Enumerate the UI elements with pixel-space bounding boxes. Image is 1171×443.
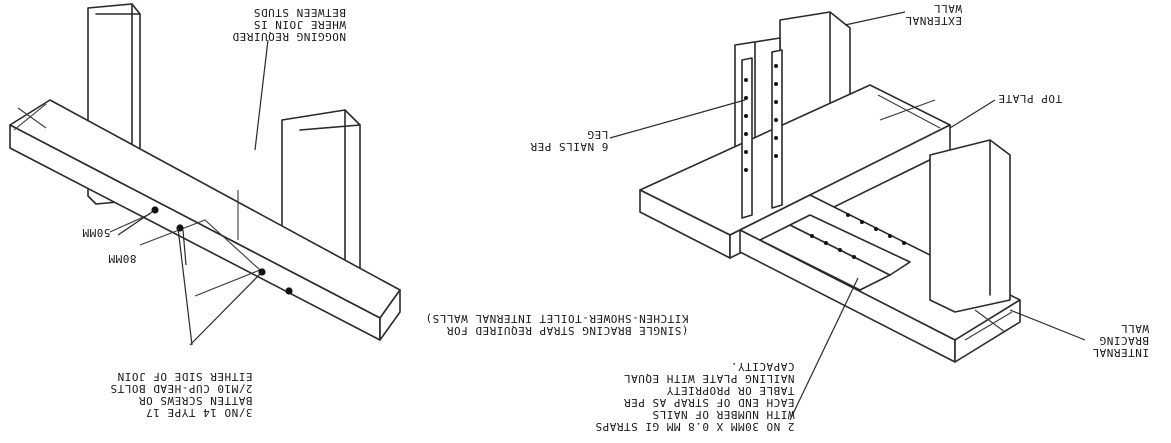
right-framing-detail: [609, 11, 1086, 421]
left-dimension-lines: [109, 213, 262, 297]
dimension-80mm: 80mm: [108, 252, 137, 265]
right-internal-stud: [929, 139, 1011, 313]
nogging-note: NOGGING REQUIRED WHERE JOIN IS BETWEEN S…: [232, 6, 346, 43]
internal-bracing-wall-label: INTERNAL BRACING WALL: [1092, 322, 1149, 359]
dimension-50mm: 50mm: [82, 226, 111, 239]
left-top-plate: [9, 99, 401, 341]
nails-per-leg-label: 6 NAILS PER LEG: [530, 128, 609, 153]
strap-note: 2 No 30mm x 0.8 mm GI STRAPS WITH NUMBER…: [595, 360, 795, 433]
external-wall-label: EXTERNAL WALL: [905, 2, 962, 27]
right-leaders: [609, 11, 1086, 421]
left-leaders: [117, 39, 269, 346]
bracing-note: (SINGLE BRACING STRAP REQUIRED FOR KITCH…: [425, 312, 689, 337]
left-framing-detail: [9, 3, 401, 346]
right-strap-nails: [744, 64, 906, 259]
fixing-note: 3/No 14 TYPE 17 BATTEN SCREWS OR 2/M10 C…: [110, 370, 253, 419]
top-plate-label: TOP PLATE: [998, 92, 1063, 105]
